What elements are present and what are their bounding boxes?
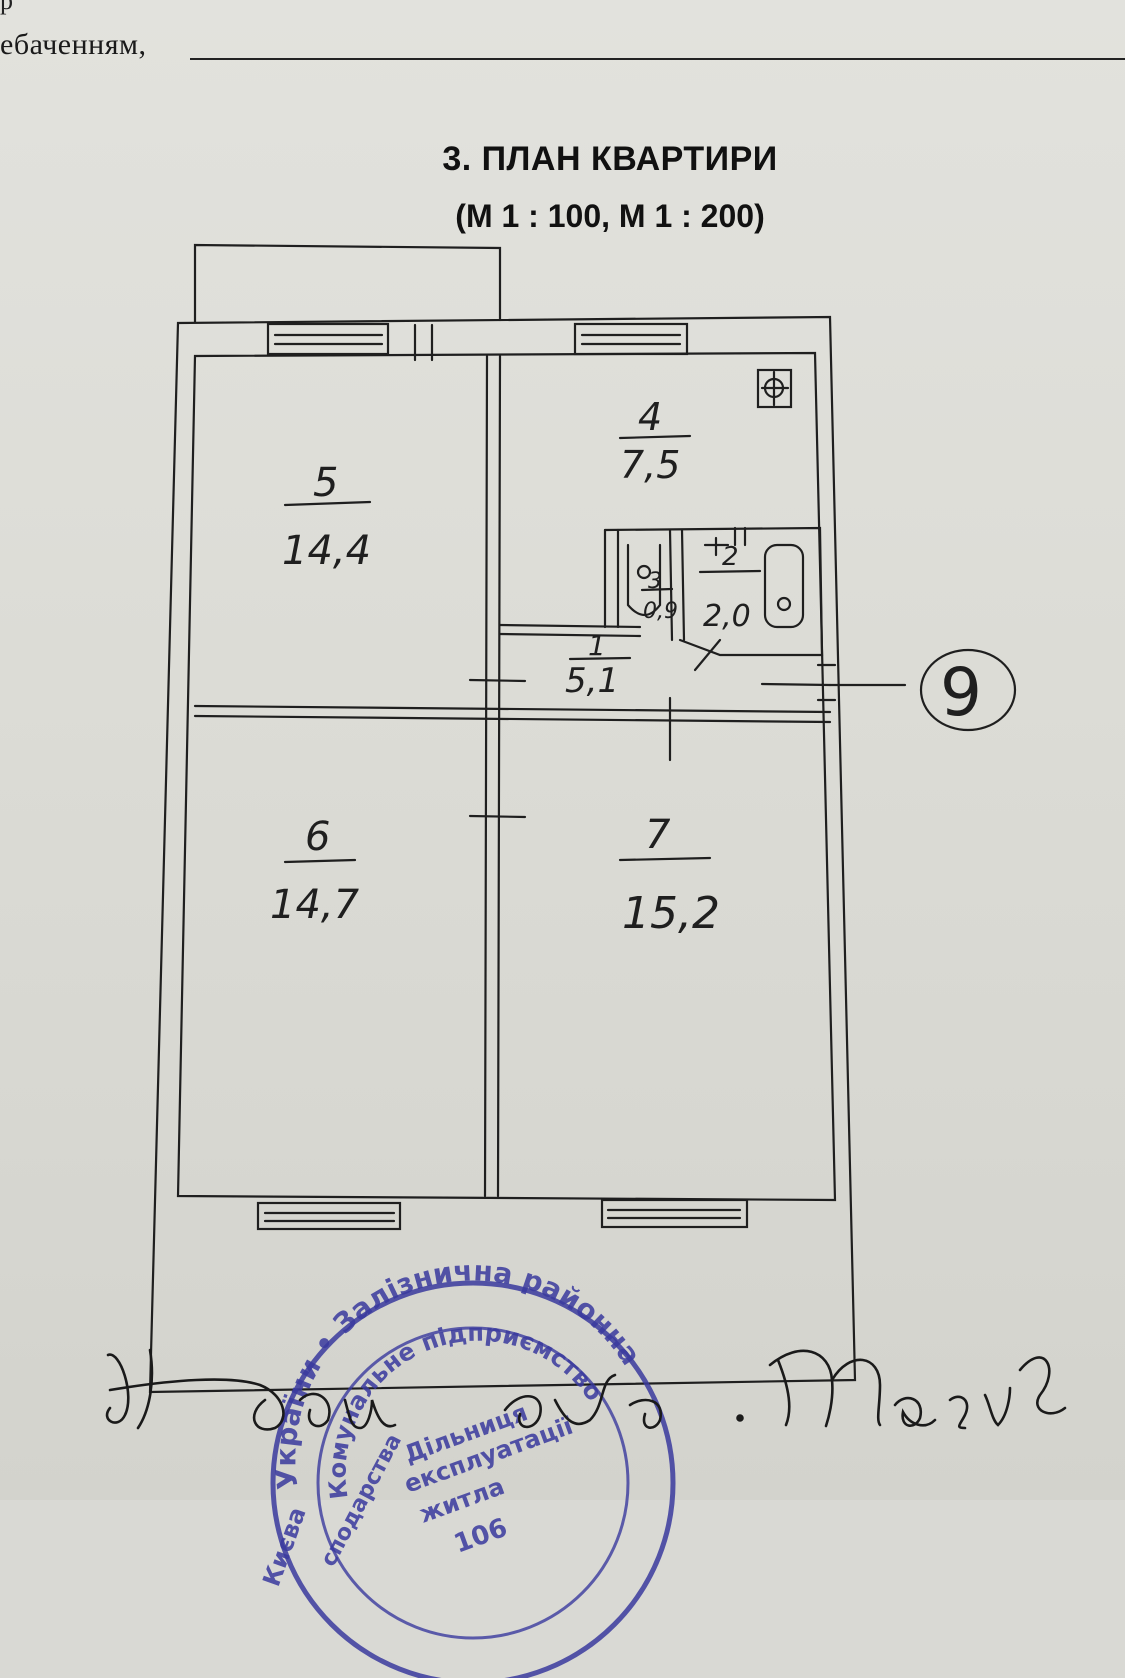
section-title: 3. ПЛАН КВАРТИРИ — [442, 140, 778, 178]
corridor-wall-a — [498, 623, 642, 629]
room-7-number: 7 — [645, 812, 671, 858]
room-7-area: 15,2 — [622, 888, 720, 939]
room-4-area: 7,5 — [620, 443, 680, 487]
room-3-area: 0,9 — [643, 599, 678, 624]
balcony-outline — [193, 243, 502, 324]
scale-label: (М 1 : 100, М 1 : 200) — [455, 198, 765, 234]
room-6-area: 14,7 — [270, 882, 360, 928]
room-5-number: 5 — [313, 460, 338, 506]
room-4-number: 4 — [638, 395, 662, 439]
room-1-area: 5,1 — [565, 661, 619, 701]
form-line-label: ебаченням, — [0, 28, 147, 61]
apartment-marker-number: 9 — [940, 654, 982, 731]
bathroom-block — [603, 526, 824, 657]
apartment-marker-circle — [919, 648, 1017, 732]
handwritten-signature — [105, 1348, 1067, 1431]
horizontal-wall-b — [193, 714, 832, 724]
stove-fixture — [756, 368, 793, 409]
bathtub-fixture — [763, 543, 805, 629]
stamp-center-line-4: 106 — [450, 1513, 511, 1560]
top-cut-text: р — [0, 0, 13, 15]
floor-plan: 5 14,4 4 7,5 3 0,9 2 2,0 1 5,1 6 14,7 7 … — [148, 243, 1017, 1394]
horizontal-wall-a — [193, 704, 832, 714]
room-2-area: 2,0 — [703, 599, 751, 634]
central-wall-line-a — [483, 354, 489, 1198]
window-bottom-right — [600, 1198, 749, 1229]
room-5-area: 14,4 — [282, 528, 371, 574]
room-2-number: 2 — [722, 542, 739, 572]
form-fill-line — [190, 58, 1125, 60]
outer-wall-outer — [148, 315, 857, 1394]
central-wall-line-b — [496, 354, 502, 1198]
room-6-number: 6 — [305, 814, 330, 860]
room-1-number: 1 — [588, 629, 606, 662]
window-top-left — [266, 322, 390, 356]
toilet-fixture — [626, 543, 662, 617]
window-top-right — [573, 322, 689, 356]
stamp-left-text: Києва — [258, 1503, 312, 1590]
window-bottom-left — [256, 1201, 402, 1231]
room-3-number: 3 — [648, 569, 662, 594]
